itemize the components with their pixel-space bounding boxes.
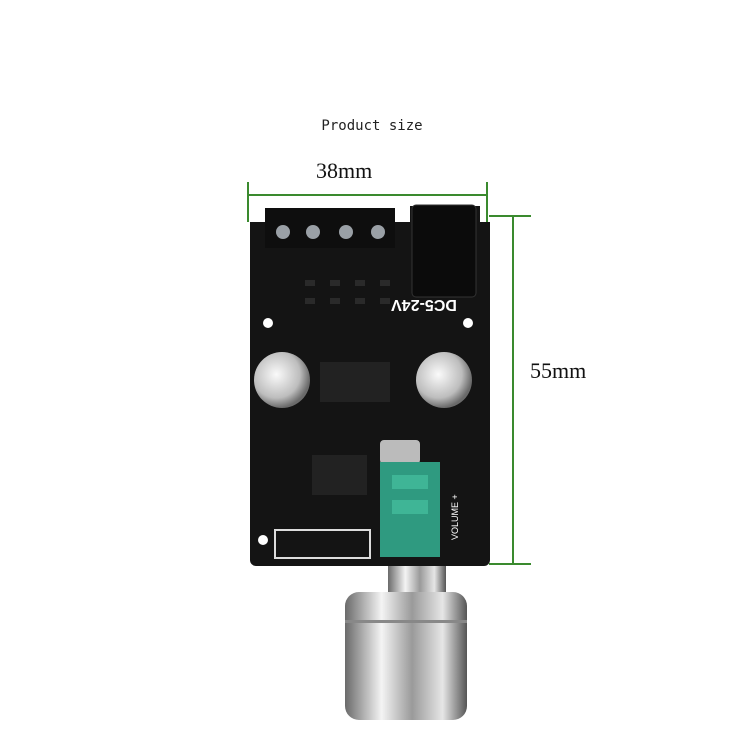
height-label: 55mm — [530, 358, 587, 383]
height-dimension-line — [489, 215, 531, 565]
width-label: 38mm — [316, 158, 373, 183]
volume-knob — [345, 555, 467, 720]
width-dimension-line — [247, 182, 488, 222]
title: Product size — [321, 118, 423, 134]
voltage-label: DC5-24V — [391, 296, 457, 313]
pcb-board: DC5-24V VOLUME + — [250, 204, 490, 566]
volume-label: VOLUME + — [450, 494, 460, 540]
